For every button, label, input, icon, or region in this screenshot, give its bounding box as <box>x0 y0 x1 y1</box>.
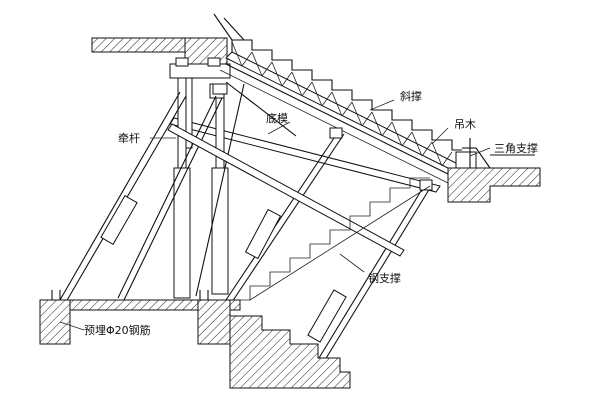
truss-web-member <box>361 111 373 127</box>
truss-web-member <box>251 51 263 77</box>
truss-web-member <box>271 61 283 87</box>
support-head-block <box>169 57 231 79</box>
truss-web-member <box>301 81 313 97</box>
truss-web-member <box>381 121 393 137</box>
triangle-support <box>462 138 535 169</box>
truss-web-member <box>411 131 423 157</box>
truss-web-member <box>401 131 413 147</box>
stair-tread-formwork <box>213 13 462 151</box>
truss-web-member <box>351 101 363 127</box>
truss-web-member <box>261 61 273 77</box>
truss-web-member <box>421 141 433 157</box>
truss-web-member <box>331 91 343 117</box>
leader-lines <box>59 99 491 331</box>
label-diagonal-brace: 斜撑 <box>400 89 422 103</box>
label-hanging-timber: 吊木 <box>454 118 476 131</box>
base-stubs <box>51 290 209 300</box>
label-embedded-rebar: 预埋Φ20钢筋 <box>84 323 151 337</box>
diagonal-steel-braces <box>59 81 431 379</box>
truss-web-member <box>341 101 353 117</box>
diagonal-brace-truss <box>231 41 453 167</box>
ground-slab <box>39 299 241 345</box>
label-tie-rod: 牵杆 <box>118 131 140 145</box>
upper-landing-slab <box>91 37 228 67</box>
truss-web-member <box>281 71 293 87</box>
lower-stair-zigzag <box>230 177 431 301</box>
truss-web-member <box>311 81 323 107</box>
truss-web-member <box>431 141 443 167</box>
truss-web-member <box>291 71 303 97</box>
tie-rod <box>167 123 405 257</box>
lower-stepped-base <box>229 315 351 389</box>
lower-landing-slab <box>447 151 541 203</box>
node-plates <box>212 83 433 191</box>
truss-web-member <box>241 51 253 67</box>
truss-web-member <box>371 111 383 137</box>
bottom-joist-beam <box>169 117 441 193</box>
label-steel-brace: 钢支撑 <box>368 271 401 285</box>
truss-web-member <box>391 121 403 147</box>
label-bottom-joist: 底模 <box>266 111 288 125</box>
label-triangle-support: 三角支撑 <box>494 141 538 155</box>
truss-web-member <box>231 41 243 67</box>
truss-web-member <box>441 151 453 167</box>
truss-web-member <box>321 91 333 107</box>
